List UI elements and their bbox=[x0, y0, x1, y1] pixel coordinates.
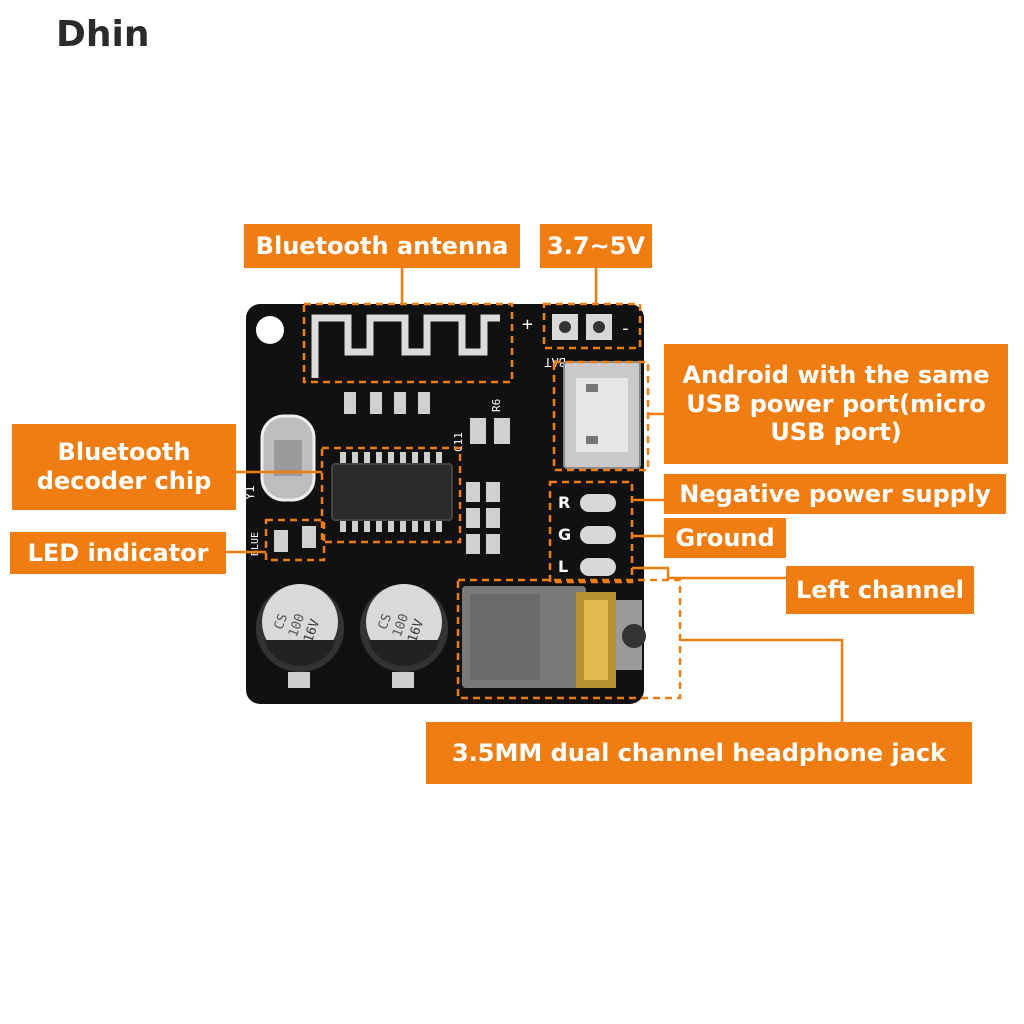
leader-lines bbox=[226, 268, 844, 722]
label-led-indicator: LED indicator bbox=[10, 532, 226, 574]
decoder-chip-pins bbox=[340, 452, 442, 532]
label-voltage: 3.7~5V bbox=[540, 224, 652, 268]
label-negative-power: Negative power supply bbox=[664, 474, 1006, 514]
l-mark: L bbox=[558, 557, 568, 576]
r-mark: R bbox=[558, 493, 570, 512]
antenna-trace bbox=[311, 314, 500, 378]
minus-mark: - bbox=[620, 318, 631, 339]
label-headphone-jack: 3.5MM dual channel headphone jack bbox=[426, 722, 972, 784]
smd-components bbox=[274, 392, 510, 554]
g-mark: G bbox=[558, 525, 571, 544]
y1-mark: Y1 bbox=[243, 486, 257, 500]
label-bluetooth-antenna: Bluetooth antenna bbox=[244, 224, 520, 268]
label-left-channel: Left channel bbox=[786, 566, 974, 614]
blue-mark: BLUE bbox=[250, 532, 261, 556]
callout-outlines bbox=[264, 302, 682, 700]
label-ground: Ground bbox=[664, 518, 786, 558]
capacitor-right: CS 100 16V bbox=[360, 584, 448, 688]
cap-left-brand: CS bbox=[272, 612, 291, 632]
r6-mark: R6 bbox=[490, 399, 503, 412]
plus-mark: + bbox=[522, 314, 533, 335]
decoder-chip bbox=[331, 463, 453, 521]
label-bluetooth-decoder: Bluetooth decoder chip bbox=[12, 424, 236, 510]
output-pads bbox=[580, 494, 616, 576]
label-android-usb: Android with the same USB power port(mic… bbox=[664, 344, 1008, 464]
mounting-hole bbox=[256, 316, 284, 344]
capacitor-left: CS 100 16V bbox=[256, 584, 344, 688]
cap-right-brand: CS bbox=[376, 612, 395, 632]
brand-watermark: Dhin bbox=[56, 14, 150, 55]
headphone-jack bbox=[462, 586, 646, 688]
